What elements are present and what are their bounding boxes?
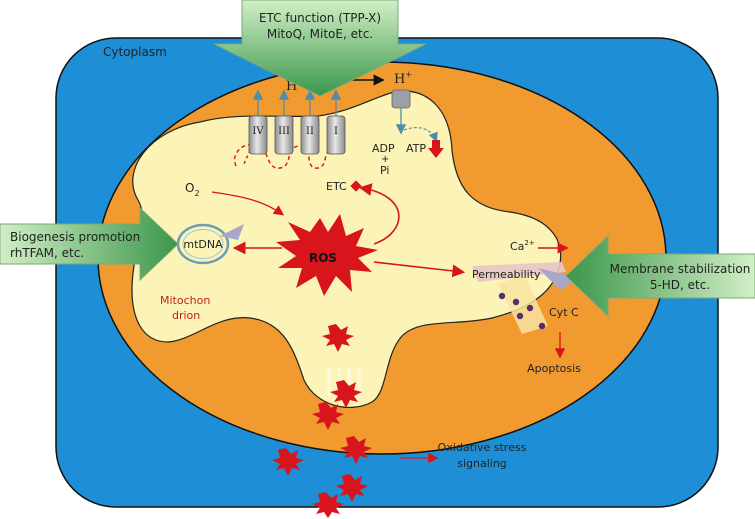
complex-i: I (326, 89, 346, 155)
biogenesis-arrow: Biogenesis promotion rhTFAM, etc. (0, 206, 179, 282)
complex-iii: III (274, 89, 294, 155)
etc-complexes: IV III II I (248, 89, 346, 155)
complex-i-label: I (334, 126, 338, 137)
oxidative-stress-line1: Oxidative stress (438, 441, 527, 454)
permeability-label: Permeability (472, 268, 541, 281)
etc-function-line1: ETC function (TPP-X) (259, 11, 381, 25)
etc-diamond (350, 180, 362, 192)
mito-label-line1: Mitochon (160, 294, 210, 307)
membrane-line2: 5-HD, etc. (650, 278, 710, 292)
complex-iv-label: IV (252, 126, 264, 137)
atp-synthase (391, 89, 438, 143)
mito-label-line2: drion (172, 309, 200, 322)
biogenesis-line2: rhTFAM, etc. (10, 246, 84, 260)
etc-function-line2: MitoQ, MitoE, etc. (267, 27, 373, 41)
complex-ii-label: II (306, 126, 314, 137)
permeability-pore (472, 262, 566, 282)
apoptosis-label: Apoptosis (527, 362, 581, 375)
pi-label: Pi (380, 164, 389, 177)
ros-to-permeability-arrow (373, 261, 466, 278)
atp-decrease-icon (428, 140, 444, 158)
ros-burst (276, 214, 378, 296)
cyt-c-label: Cyt C (549, 306, 579, 319)
cyt-c-molecules (498, 292, 546, 330)
ros-to-etc-arrow (358, 183, 400, 245)
etc-function-arrow: ETC function (TPP-X) MitoQ, MitoE, etc. (213, 0, 427, 97)
complex-iii-label: III (278, 126, 290, 137)
etc-label: ETC (326, 180, 347, 193)
membrane-line1: Membrane stabilization (610, 262, 751, 276)
ros-label: ROS (309, 251, 337, 265)
adp-label: ADP (372, 142, 395, 155)
adp-plus: + (381, 154, 389, 165)
complex-iv: IV (248, 89, 268, 155)
cristae-loops (233, 143, 339, 169)
o2-label: O2 (185, 181, 200, 198)
o2-to-ros-arrow (211, 191, 285, 216)
complex-ii: II (300, 89, 320, 155)
mtdna-wedge (220, 224, 244, 240)
atp-label: ATP (406, 142, 426, 155)
oxidative-stress-line2: signaling (457, 457, 507, 470)
h-plus-right: H+ (394, 70, 412, 87)
cytoplasm-label: Cytoplasm (103, 45, 167, 59)
ros-small-bursts (272, 324, 372, 518)
membrane-stabilization-arrow: Membrane stabilization 5-HD, etc. (565, 234, 755, 318)
ca-label: Ca2+ (510, 239, 535, 253)
mtdna-label: mtDNA (183, 238, 223, 251)
biogenesis-line1: Biogenesis promotion (10, 230, 140, 244)
